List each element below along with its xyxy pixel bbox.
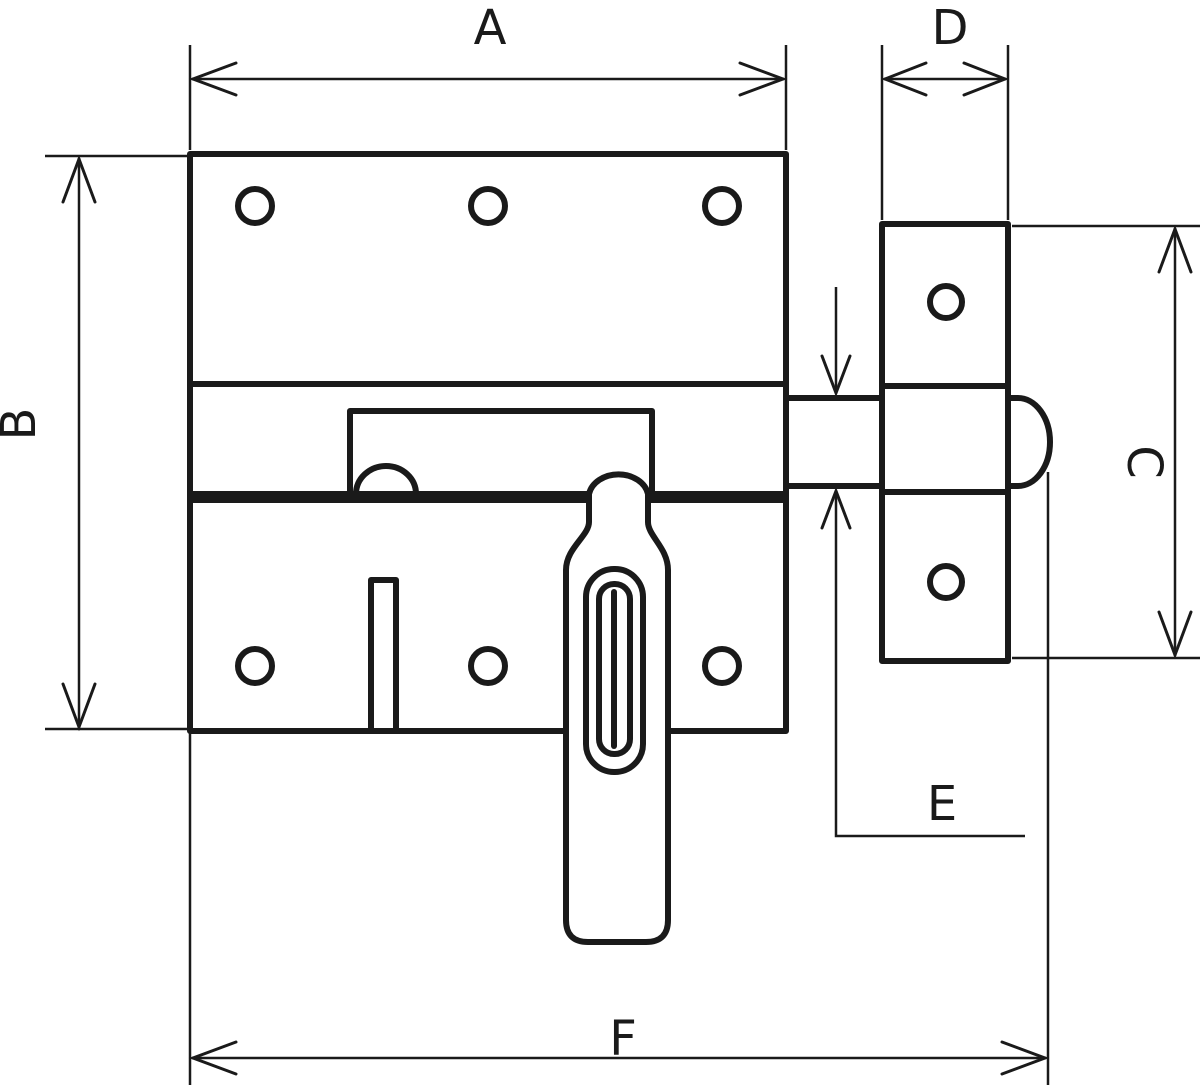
- plate-screw-hole-top-center: [468, 186, 508, 226]
- plate-screw-hole-top-right: [702, 186, 742, 226]
- bolt-handle: [563, 471, 671, 945]
- bolt-housing: [187, 381, 789, 503]
- locking-slot: [368, 577, 399, 734]
- keeper-bolt-guide: [879, 383, 1011, 495]
- bolt-slide-plate: [347, 408, 655, 497]
- dim-c-arrow-bottom: [1157, 610, 1193, 660]
- dimension-lines: [45, 45, 1200, 1085]
- dim-c-arrow-top: [1157, 224, 1193, 274]
- dim-e-arrow-top: [820, 354, 852, 398]
- keeper-screw-hole-top: [927, 283, 965, 321]
- plate-screw-hole-bottom-center: [468, 646, 508, 686]
- dim-label-e: E: [927, 776, 957, 832]
- plate-screw-hole-bottom-left: [235, 646, 275, 686]
- plate-screw-hole-top-left: [235, 186, 275, 226]
- dim-a-arrow-right: [738, 61, 788, 97]
- dim-label-c: C: [1116, 445, 1172, 479]
- dim-label-f: F: [609, 1011, 637, 1067]
- dim-d-arrow-left: [880, 61, 928, 97]
- dim-a-arrow-left: [188, 61, 238, 97]
- dim-f-arrow-left: [188, 1040, 238, 1076]
- dim-label-d: D: [932, 0, 969, 56]
- keeper-screw-hole-bottom: [927, 563, 965, 601]
- dim-b-arrow-top: [61, 154, 97, 204]
- dim-label-a: A: [474, 0, 507, 56]
- bolt-tip: [1005, 395, 1053, 489]
- dim-label-b: B: [0, 408, 47, 441]
- plate-screw-hole-bottom-right: [702, 646, 742, 686]
- bolt-rod: [783, 395, 885, 489]
- dim-d-arrow-right: [962, 61, 1010, 97]
- bolt-notch: [353, 463, 419, 497]
- dim-f-arrow-right: [1000, 1040, 1050, 1076]
- dim-b-arrow-bottom: [61, 682, 97, 732]
- dim-e-leader: [834, 491, 1025, 838]
- dimension-labels: A D B C E F: [0, 0, 1172, 1067]
- bolt-assembly: [187, 381, 1053, 503]
